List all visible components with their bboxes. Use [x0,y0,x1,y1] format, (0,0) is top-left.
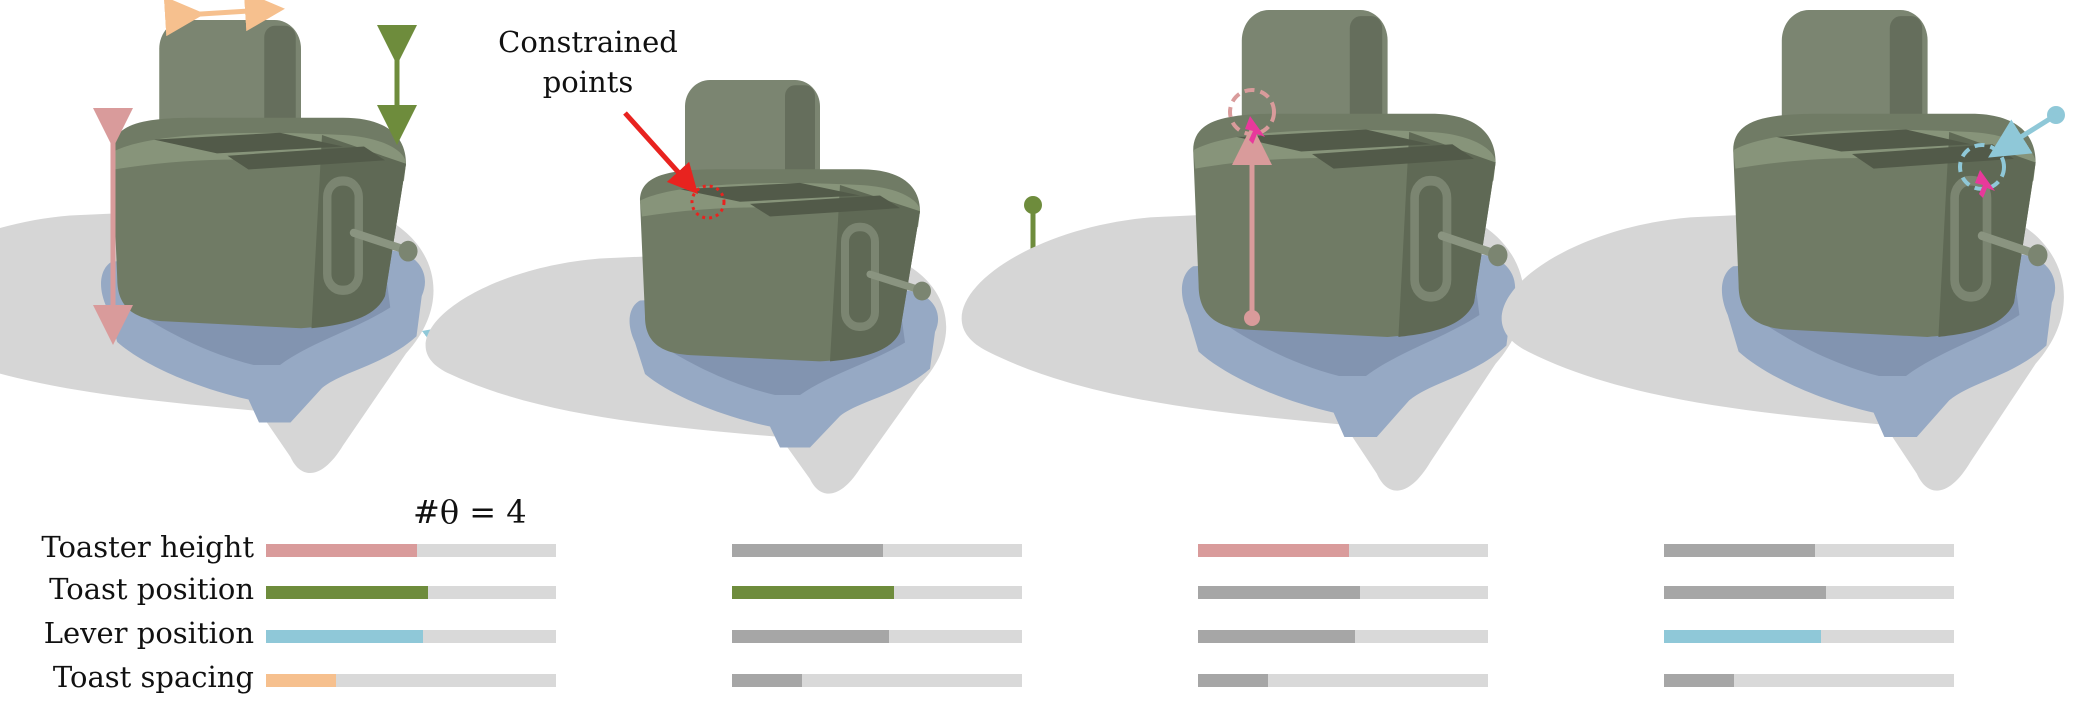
param-label-spacing: Toast spacing [52,660,254,694]
slider-fill [266,544,417,557]
theta-count-label: #θ = 4 [413,493,527,531]
slider-fill [732,586,895,599]
slider-toast-panel-2 [732,586,1022,599]
constrained-point-circle [690,184,726,220]
slider-fill [1198,674,1268,687]
slider-fill [1198,544,1349,557]
slider-height-panel-4 [1664,544,1954,557]
slider-fill [732,544,883,557]
slider-fill [1198,586,1361,599]
slider-toast-panel-3 [1198,586,1488,599]
slider-fill [266,586,429,599]
slider-height-panel-2 [732,544,1022,557]
lever-drag-arrow [1988,112,2058,158]
slider-lever-panel-3 [1198,630,1488,643]
param-label-height: Toaster height [41,530,254,564]
toast-drag-start [1024,196,1042,214]
annotation-line-2: points [543,65,634,99]
height-drag-start [1244,310,1260,326]
slider-fill [732,674,802,687]
slider-fill [1664,586,1827,599]
slider-fill [266,674,336,687]
slider-spacing-panel-2 [732,674,1022,687]
slider-spacing-panel-1 [266,674,556,687]
slider-spacing-panel-3 [1198,674,1488,687]
slider-toast-panel-1 [266,586,556,599]
slider-fill [1664,630,1821,643]
spacing-arrow [163,0,285,37]
drag-cursor-icon [1245,116,1265,144]
slider-lever-panel-1 [266,630,556,643]
toaster-model-3 [962,10,1524,491]
toaster-model-1 [0,20,434,473]
slider-spacing-panel-4 [1664,674,1954,687]
slider-lever-panel-2 [732,630,1022,643]
annotation-line-1: Constrained [498,25,678,59]
param-label-lever: Lever position [43,616,254,650]
slider-lever-panel-4 [1664,630,1954,643]
toaster-model-2 [426,80,947,494]
slider-fill [1664,544,1815,557]
slider-fill [1664,674,1734,687]
slider-toast-panel-4 [1664,586,1954,599]
slider-fill [1198,630,1355,643]
slider-fill [266,630,423,643]
slider-height-panel-1 [266,544,556,557]
param-label-toast: Toast position [49,572,254,606]
toaster-model-4 [1502,10,2064,491]
slider-fill [732,630,889,643]
drag-cursor-icon [1975,170,1995,198]
slider-height-panel-3 [1198,544,1488,557]
annotation-arrow [623,111,699,195]
